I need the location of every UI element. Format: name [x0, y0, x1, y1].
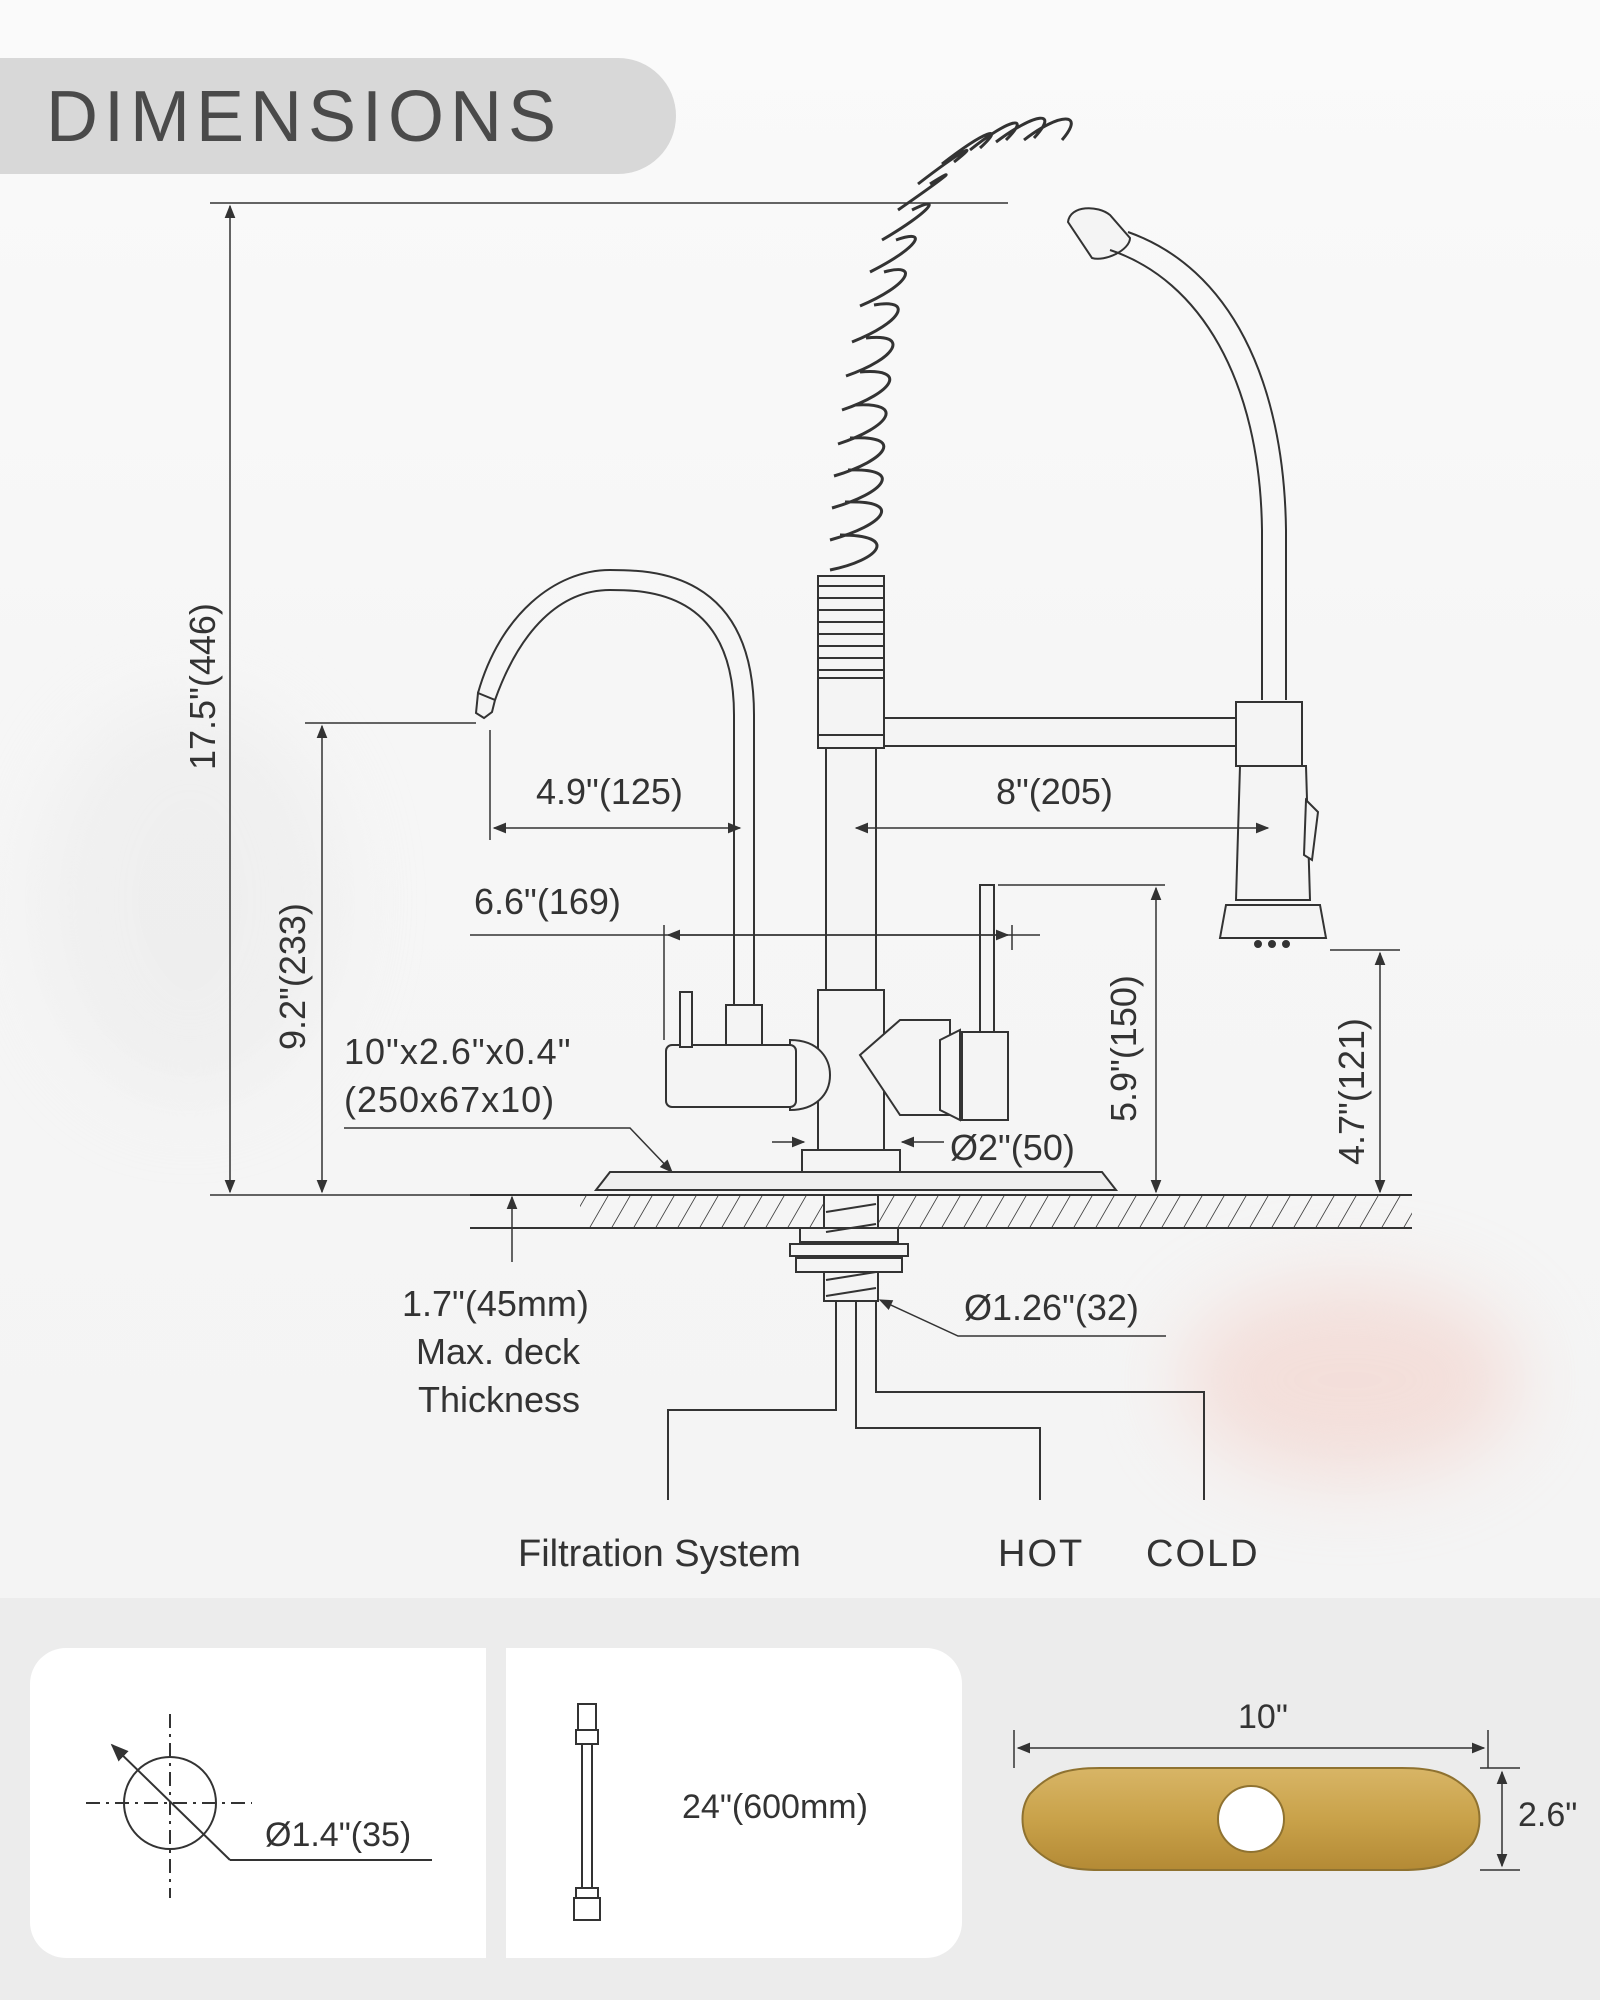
- cold-line: [875, 1302, 1205, 1500]
- plate-size-leader: [344, 1127, 673, 1173]
- diagram-background: [0, 0, 1600, 1598]
- hole-diameter-label: Ø1.4"(35): [265, 1816, 412, 1854]
- spring-collar: [817, 575, 885, 679]
- hose-card: 24"(600mm): [506, 1648, 962, 1958]
- spray-head-collar: [1235, 701, 1303, 767]
- handle-span-label: 6.6"(169): [474, 881, 621, 922]
- page-title: DIMENSIONS: [46, 77, 563, 157]
- sprayer-height-label: 4.7"(121): [1331, 1018, 1372, 1165]
- mounting-nut: [789, 1243, 909, 1257]
- plate-size-line2: (250x67x10): [344, 1079, 555, 1120]
- spout-height-label: 9.2"(233): [272, 903, 313, 1050]
- deck-thickness-line2: Max. deck: [416, 1331, 581, 1372]
- deck-plate-diagram: [1013, 1730, 1520, 1871]
- right-handle-base: [961, 1031, 1009, 1121]
- hole-diagram: [86, 1714, 432, 1898]
- spring-end: [1066, 207, 1132, 260]
- base-diameter-label: Ø2"(50): [950, 1127, 1075, 1168]
- plate-width-label: 10": [1238, 1698, 1288, 1736]
- filter-spout-tip: [474, 691, 497, 720]
- handle-height-label: 5.9"(150): [1103, 975, 1144, 1122]
- hot-label: HOT: [998, 1533, 1084, 1575]
- spray-hose: [1109, 249, 1263, 700]
- plate-height-label: 2.6": [1518, 1796, 1578, 1834]
- cold-label: COLD: [1146, 1533, 1260, 1575]
- plate-size-line1: 10"x2.6"x0.4": [344, 1031, 571, 1072]
- total-height-label: 17.5"(446): [182, 603, 223, 770]
- faucet-dimension-drawing: 17.5"(446) 9.2"(233) 4.9"(125) 8"(205) 6…: [182, 116, 1412, 1575]
- filter-valve: [665, 1044, 797, 1108]
- shank-diameter-label: Ø1.26"(32): [964, 1287, 1139, 1328]
- hot-line: [855, 1302, 1041, 1500]
- spray-reach-label: 8"(205): [996, 771, 1113, 812]
- spray-arm: [883, 717, 1245, 747]
- title-banner: DIMENSIONS: [0, 58, 676, 174]
- base-collar: [801, 1149, 901, 1173]
- faucet-column: [825, 747, 877, 991]
- hole-diameter-card: Ø1.4"(35): [30, 1648, 486, 1958]
- plate-center-hole: [1217, 1785, 1285, 1853]
- hose-icon: [573, 1703, 601, 1921]
- deck-plate-card: 10" 2.6": [990, 1648, 1590, 1978]
- shank-diameter-leader: [878, 1299, 1166, 1337]
- lever-handle: [979, 884, 995, 1033]
- countertop-hatch: [580, 1196, 1412, 1227]
- deck-thickness-line3: Thickness: [418, 1379, 580, 1420]
- filtration-line: [667, 1302, 837, 1500]
- filter-reach-label: 4.9"(125): [536, 771, 683, 812]
- spray-face: [1218, 904, 1328, 939]
- pull-down-spring: [829, 116, 1073, 572]
- spray-head: [1234, 765, 1312, 901]
- filter-handle: [679, 991, 693, 1048]
- background-blur: [1180, 1280, 1520, 1480]
- deck-thickness-line1: 1.7"(45mm): [402, 1283, 589, 1324]
- background-blur: [40, 700, 340, 1100]
- hose-length-label: 24"(600mm): [682, 1788, 868, 1826]
- filtration-system-label: Filtration System: [518, 1533, 801, 1575]
- deck-plate: [593, 1171, 1119, 1191]
